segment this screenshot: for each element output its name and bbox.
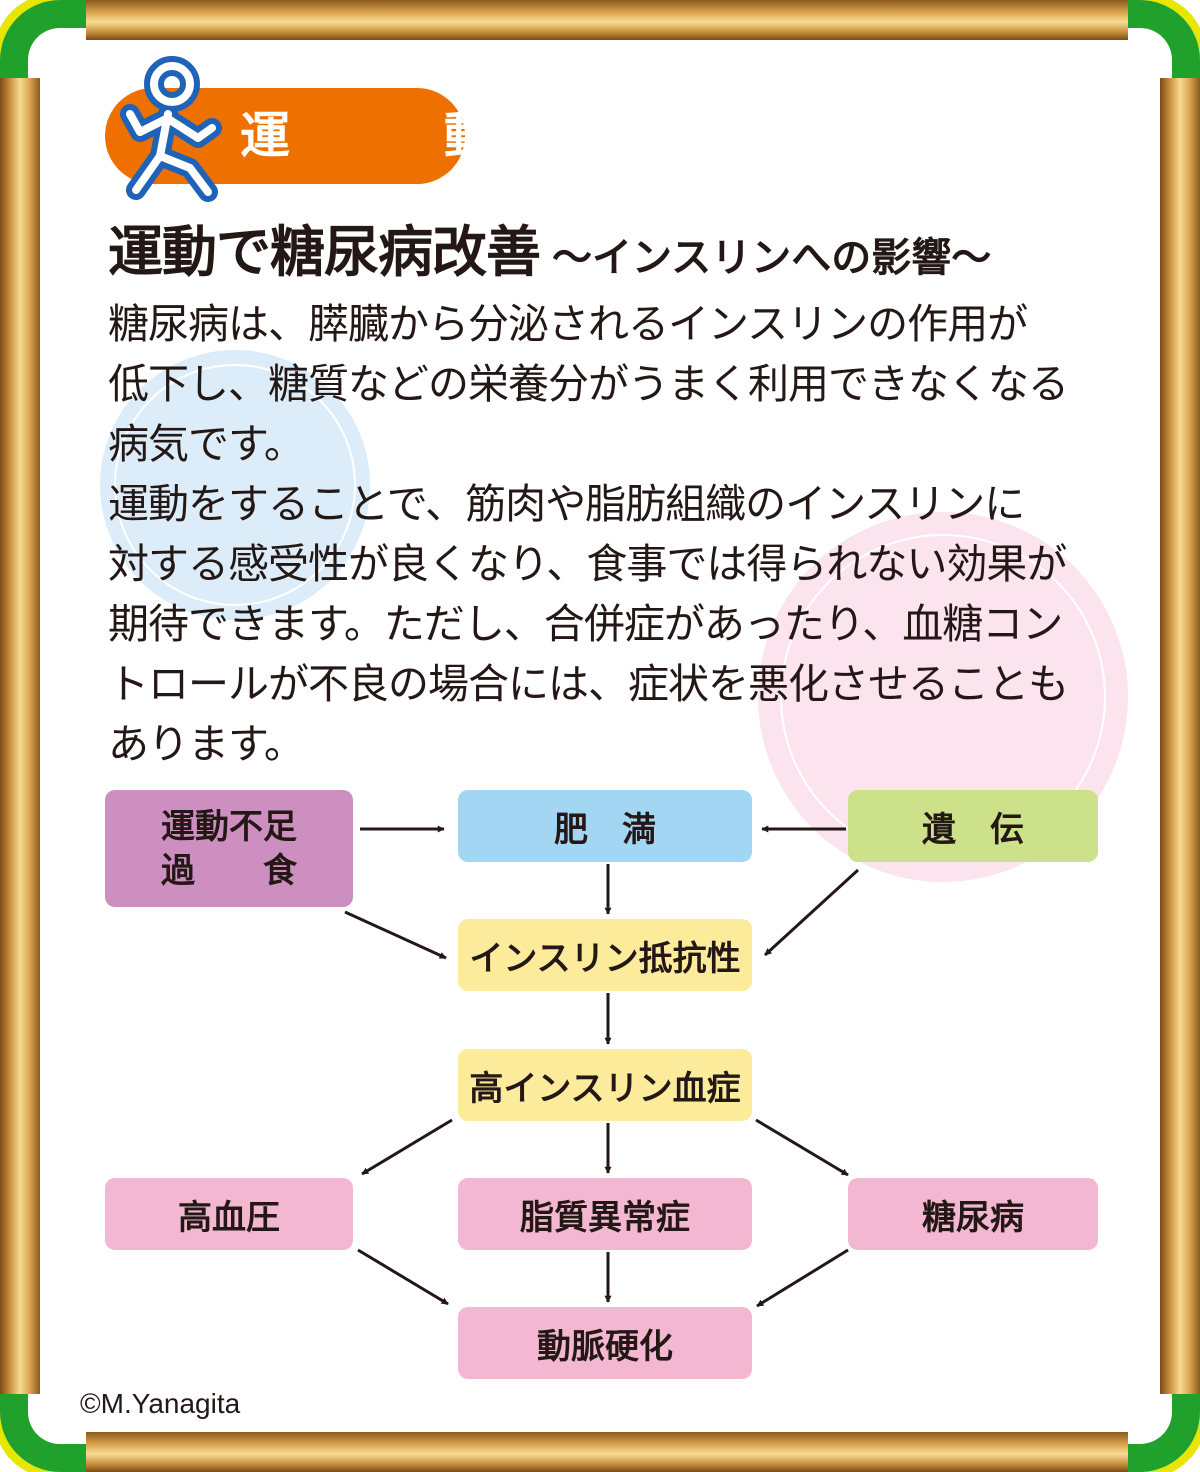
title-main: 運動で糖尿病改善 <box>108 220 541 284</box>
body-line: 対する感受性が良くなり、食事では得られない効果が <box>108 540 1067 588</box>
body-line: あります。 <box>108 720 305 768</box>
walking-person-icon <box>120 56 222 202</box>
body-line: 期待できます。ただし、合併症があったり、血糖コン <box>108 600 1063 648</box>
node-diabetes: 糖尿病 <box>848 1178 1098 1250</box>
body-line: トロールが不良の場合には、症状を悪化させることも <box>108 660 1069 708</box>
node-hyperinsulinemia: 高インスリン血症 <box>458 1049 752 1121</box>
node-heredity: 遺 伝 <box>848 790 1098 862</box>
node-lack-of-exercise-overeating: 運動不足 過 食 <box>105 790 353 907</box>
arrow-cause-to-resistance <box>344 910 447 960</box>
node-insulin-resistance: インスリン抵抗性 <box>458 919 752 991</box>
body-line: 病気です。 <box>108 420 305 468</box>
arrow-hyperinsulinemia-to-hypertension <box>361 1118 453 1176</box>
arrow-diabetes-to-arteriosclerosis <box>756 1248 849 1308</box>
title-subtitle: ～インスリンへの影響～ <box>552 235 992 281</box>
node-obesity: 肥 満 <box>458 790 752 862</box>
arrow-heredity-to-resistance <box>763 868 860 957</box>
frame-bar-bottom <box>86 1432 1128 1472</box>
node-arteriosclerosis: 動脈硬化 <box>458 1307 752 1379</box>
node-dyslipidemia: 脂質異常症 <box>458 1178 752 1250</box>
body-line: 運動をすることで、筋肉や脂肪組織のインスリンに <box>108 480 1025 528</box>
frame-bar-left <box>0 78 40 1394</box>
body-line: 糖尿病は、膵臓から分泌されるインスリンの作用が <box>108 300 1028 348</box>
arrow-hypertension-to-arteriosclerosis <box>357 1248 449 1306</box>
body-line: 低下し、糖質などの栄養分がうまく利用できなくなる <box>108 360 1069 408</box>
body-text: 糖尿病は、膵臓から分泌されるインスリンの作用が 低下し、糖質などの栄養分がうまく… <box>108 294 1108 774</box>
frame-bar-right <box>1160 78 1200 1394</box>
arrow-hyperinsulinemia-to-diabetes <box>755 1118 849 1177</box>
copyright: ©M.Yanagita <box>80 1388 241 1419</box>
category-label: 運 動 <box>240 107 546 165</box>
frame-bar-top <box>86 0 1128 40</box>
decorative-circle-blue <box>100 350 370 620</box>
node-overeating: 過 食 <box>161 850 297 891</box>
node-lack-of-exercise: 運動不足 <box>161 806 297 847</box>
page-title: 運動で糖尿病改善～インスリンへの影響～ <box>108 212 1108 292</box>
node-hypertension: 高血圧 <box>105 1178 353 1250</box>
